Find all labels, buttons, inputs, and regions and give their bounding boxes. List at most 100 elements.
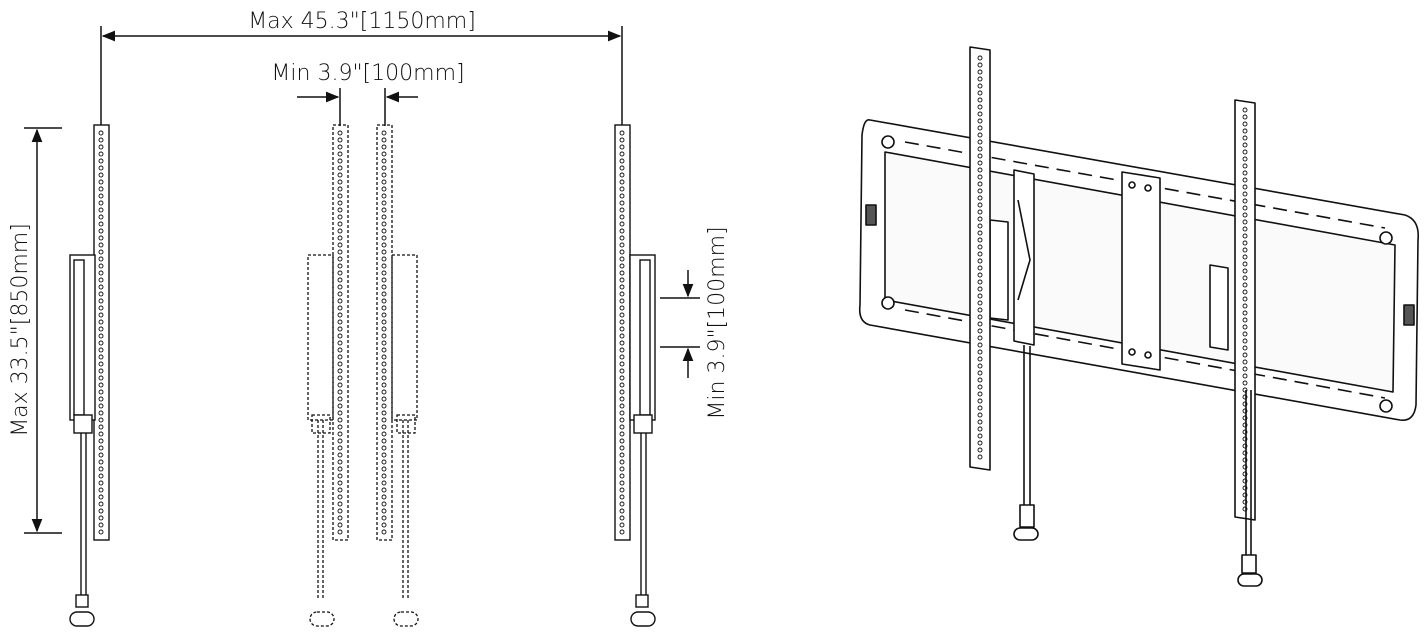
mounting-hole xyxy=(98,228,104,234)
mounting-hole xyxy=(977,454,983,460)
mounting-hole xyxy=(1242,226,1248,232)
mounting-hole xyxy=(1242,478,1248,484)
mounting-hole xyxy=(98,445,104,451)
mounting-hole xyxy=(98,396,104,402)
mounting-hole xyxy=(337,249,343,255)
mounting-hole xyxy=(1242,149,1248,155)
mounting-hole xyxy=(381,354,387,360)
mounting-hole xyxy=(98,277,104,283)
mounting-hole xyxy=(977,265,983,271)
mounting-hole xyxy=(381,242,387,248)
mounting-hole xyxy=(98,242,104,248)
min-height-label: Min 3.9"[100mm] xyxy=(705,226,730,419)
mounting-hole xyxy=(98,459,104,465)
mounting-hole xyxy=(98,333,104,339)
mounting-hole xyxy=(1242,135,1248,141)
mounting-hole xyxy=(977,328,983,334)
mounting-hole xyxy=(337,354,343,360)
mounting-hole xyxy=(381,361,387,367)
mounting-hole xyxy=(619,235,625,241)
mounting-hole xyxy=(98,158,104,164)
mounting-hole xyxy=(381,256,387,262)
mounting-hole xyxy=(977,335,983,341)
mounting-hole xyxy=(381,172,387,178)
mounting-hole xyxy=(619,403,625,409)
mounting-hole xyxy=(98,347,104,353)
mounting-hole xyxy=(381,277,387,283)
middle-bracket-right-min xyxy=(376,124,419,627)
mounting-hole xyxy=(977,62,983,68)
mounting-hole xyxy=(619,417,625,423)
mounting-hole xyxy=(1242,380,1248,386)
mounting-hole xyxy=(619,270,625,276)
mounting-hole xyxy=(619,214,625,220)
mounting-hole xyxy=(381,165,387,171)
mounting-hole xyxy=(381,347,387,353)
mounting-hole xyxy=(98,508,104,514)
mounting-hole xyxy=(1242,436,1248,442)
mounting-hole xyxy=(1242,394,1248,400)
mounting-hole xyxy=(98,214,104,220)
mounting-hole xyxy=(98,480,104,486)
mounting-hole xyxy=(1242,359,1248,365)
mounting-hole xyxy=(381,130,387,136)
mounting-hole xyxy=(977,433,983,439)
mounting-hole xyxy=(977,314,983,320)
mounting-hole xyxy=(381,473,387,479)
mounting-hole xyxy=(381,207,387,213)
mounting-hole xyxy=(381,424,387,430)
mounting-hole xyxy=(977,195,983,201)
mounting-hole xyxy=(619,305,625,311)
mounting-hole xyxy=(977,209,983,215)
mounting-hole xyxy=(619,291,625,297)
mounting-hole xyxy=(381,235,387,241)
mounting-hole xyxy=(381,494,387,500)
mounting-hole xyxy=(337,529,343,535)
mounting-hole xyxy=(1242,163,1248,169)
mounting-hole xyxy=(977,272,983,278)
max-height-label: Max 33.5"[850mm] xyxy=(8,223,33,437)
mounting-hole xyxy=(977,426,983,432)
mounting-hole xyxy=(337,508,343,514)
mounting-hole xyxy=(619,312,625,318)
mounting-hole xyxy=(1242,296,1248,302)
mounting-hole xyxy=(977,230,983,236)
mounting-hole xyxy=(337,410,343,416)
mounting-hole xyxy=(619,186,625,192)
mounting-hole xyxy=(381,368,387,374)
mounting-hole xyxy=(619,515,625,521)
mounting-hole xyxy=(337,396,343,402)
mounting-hole xyxy=(619,424,625,430)
mounting-hole xyxy=(98,501,104,507)
mounting-hole xyxy=(98,319,104,325)
mounting-hole xyxy=(381,375,387,381)
mounting-hole xyxy=(337,305,343,311)
mounting-hole xyxy=(1242,114,1248,120)
mounting-hole xyxy=(977,286,983,292)
mounting-hole xyxy=(619,375,625,381)
mounting-hole xyxy=(381,515,387,521)
mounting-hole xyxy=(98,137,104,143)
mounting-hole xyxy=(337,522,343,528)
mounting-hole xyxy=(98,494,104,500)
mounting-hole xyxy=(1242,198,1248,204)
mounting-hole xyxy=(977,300,983,306)
mounting-hole xyxy=(619,333,625,339)
mounting-hole xyxy=(98,375,104,381)
mounting-hole xyxy=(98,473,104,479)
mounting-hole xyxy=(381,214,387,220)
mounting-hole xyxy=(98,235,104,241)
mounting-hole xyxy=(619,144,625,150)
mounting-hole xyxy=(619,158,625,164)
mounting-hole xyxy=(337,165,343,171)
mounting-hole xyxy=(977,377,983,383)
mounting-hole xyxy=(381,410,387,416)
mounting-hole xyxy=(337,452,343,458)
mounting-hole xyxy=(337,368,343,374)
mounting-hole xyxy=(619,172,625,178)
mounting-hole xyxy=(98,165,104,171)
mounting-hole xyxy=(381,144,387,150)
mounting-hole xyxy=(619,480,625,486)
mounting-hole xyxy=(1242,177,1248,183)
mounting-hole xyxy=(337,312,343,318)
